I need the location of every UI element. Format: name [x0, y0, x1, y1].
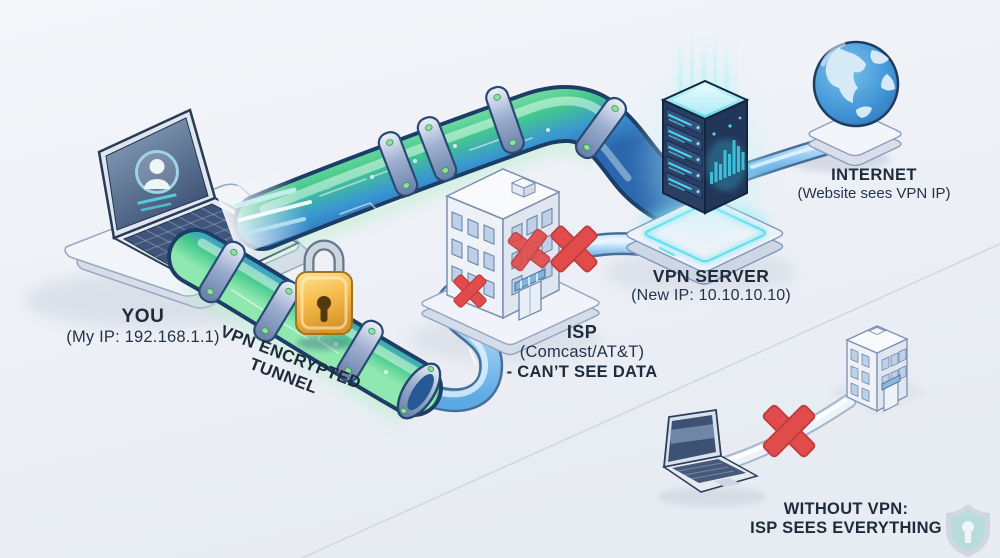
you-label: YOU (My IP: 192.168.1.1) [66, 306, 220, 348]
pipe-coupling [198, 240, 384, 383]
vpn-server-label: VPN SERVER (New IP: 10.10.10.10) [631, 266, 791, 306]
isp-subtitle: (Comcast/AT&T) [519, 343, 645, 362]
building-door [881, 374, 901, 412]
internet-title: INTERNET [831, 166, 917, 184]
divider-line [301, 243, 1000, 558]
vpn-server-title: VPN SERVER [652, 266, 770, 286]
internet-subtitle: (Website sees VPN IP) [797, 185, 951, 203]
user-avatar-icon [135, 150, 179, 194]
globe-icon [808, 40, 902, 167]
isp-label: ISP (Comcast/AT&T) - CAN’T SEE DATA [507, 322, 658, 382]
server-waveform [706, 116, 746, 191]
pipe-coupling [377, 85, 628, 197]
you-subtitle: (My IP: 192.168.1.1) [66, 328, 220, 347]
vpn-server-subtitle: (New IP: 10.10.10.10) [631, 286, 791, 304]
laptop-icon-small [662, 408, 759, 493]
pipe-end-cap [396, 362, 442, 420]
isp-note: - CAN’T SEE DATA [506, 362, 658, 381]
encrypted-pipe-lower [167, 228, 443, 420]
you-title: YOU [121, 306, 165, 327]
building-door [514, 268, 546, 321]
without-vpn-line1: WITHOUT VPN: [783, 500, 909, 518]
without-vpn-line2: ISP SEES EVERYTHING [750, 519, 942, 538]
encrypted-pipe-icon [216, 84, 703, 256]
roof-box [510, 177, 537, 198]
globe-continents [825, 48, 895, 118]
isp-title: ISP [566, 322, 598, 342]
keyhole [317, 296, 331, 310]
padlock-icon [295, 239, 353, 350]
without-vpn-diagram [662, 325, 909, 493]
without-vpn-label: WITHOUT VPN: ISP SEES EVERYTHING [750, 500, 942, 539]
server-tower-icon [626, 26, 784, 285]
shield-keyhole-icon [946, 504, 990, 557]
office-building-icon-small [845, 325, 909, 413]
internet-label: INTERNET (Website sees VPN IP) [797, 166, 950, 203]
